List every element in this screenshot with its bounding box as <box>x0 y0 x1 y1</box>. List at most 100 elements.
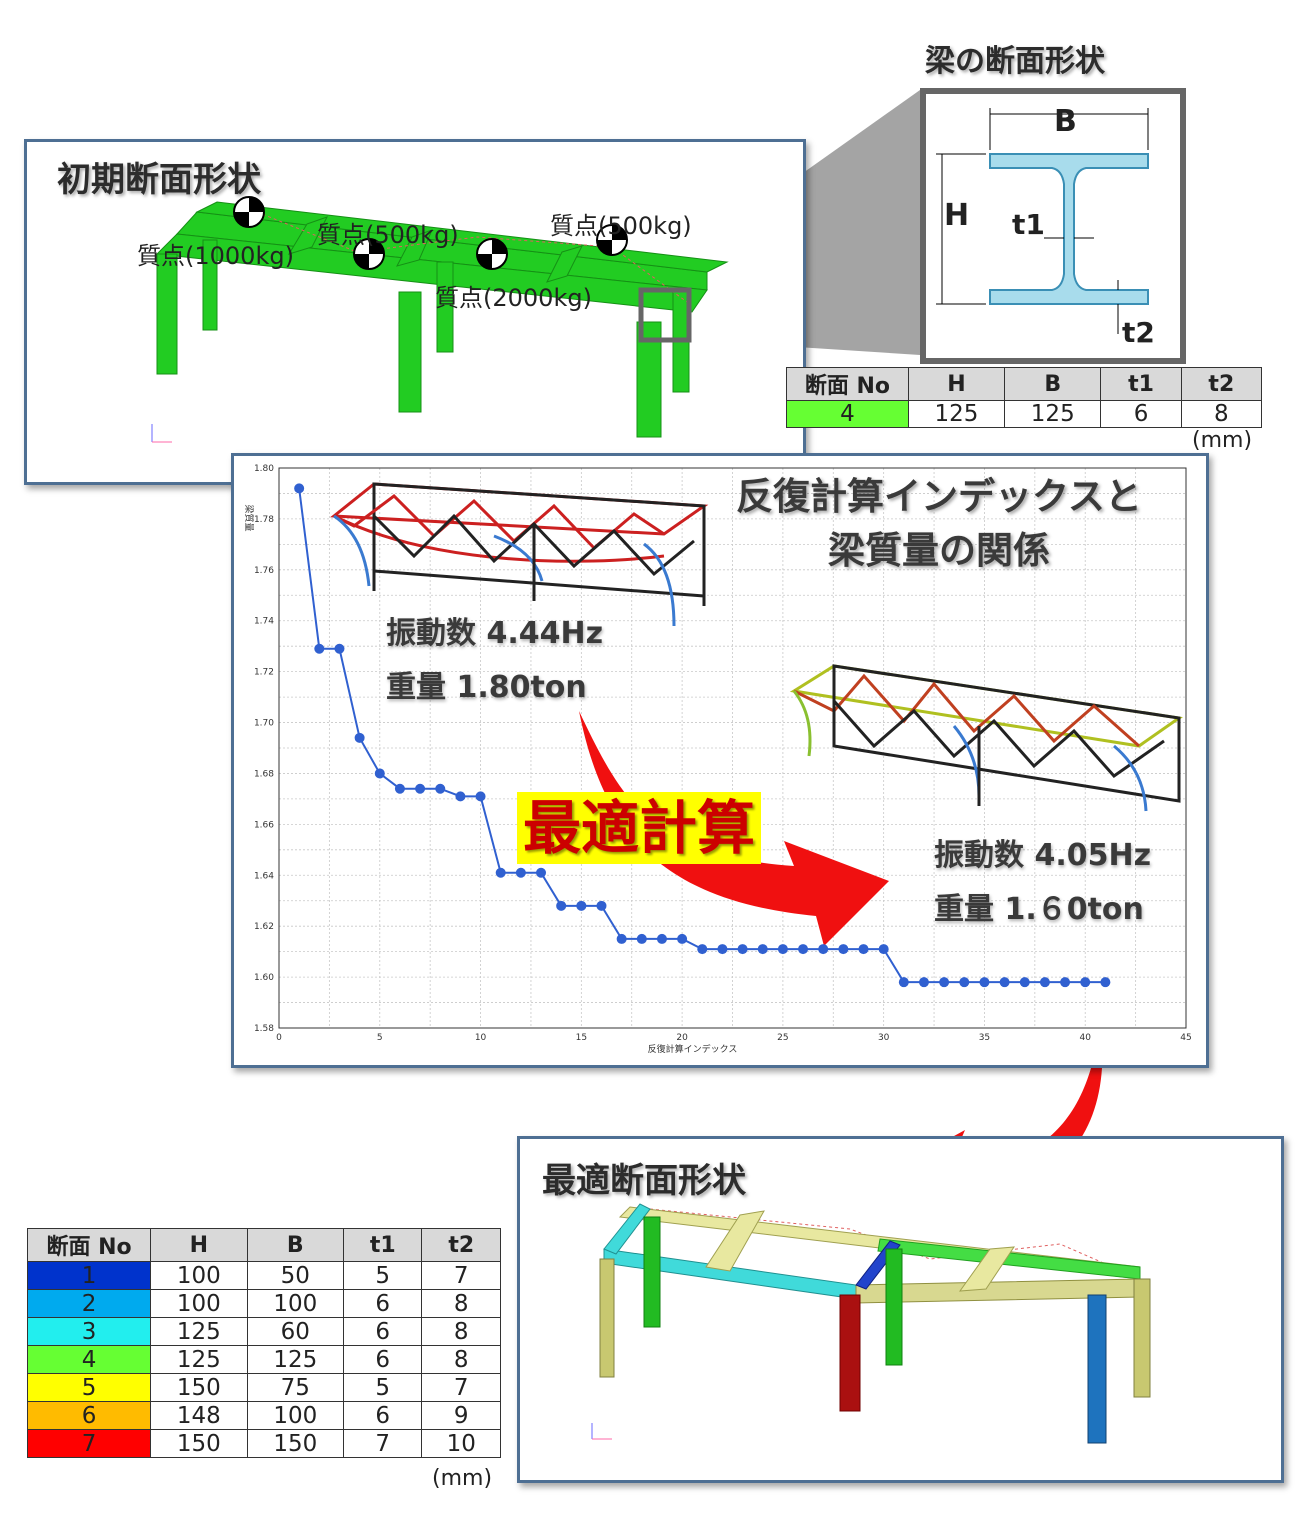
optimize-label: 最適計算 <box>517 792 762 864</box>
chart-title-line2: 梁質量の関係 <box>828 529 1050 572</box>
data-point <box>334 643 345 654</box>
data-point <box>294 483 305 494</box>
t1-cell: 6 <box>343 1401 423 1430</box>
data-point <box>798 944 809 955</box>
plot-frame <box>278 467 1187 1029</box>
y-tick-label: 1.72 <box>254 668 274 678</box>
unit-label: (mm) <box>432 1466 493 1491</box>
data-point <box>435 783 446 794</box>
data-point <box>515 867 526 878</box>
col-header: t2 <box>421 1228 501 1262</box>
y-tick-label: 1.62 <box>254 922 274 932</box>
y-tick-label: 1.70 <box>254 719 274 729</box>
h-cell: 125 <box>150 1345 248 1374</box>
optimal-panel-title: 最適断面形状 <box>542 1161 746 1201</box>
t2-cell: 8 <box>421 1317 501 1346</box>
x-tick-label: 30 <box>878 1033 890 1043</box>
b-cell: 60 <box>246 1317 345 1346</box>
data-point <box>314 643 325 654</box>
t2-cell: 10 <box>421 1429 501 1458</box>
table-row: 4 125 125 6 8 <box>786 400 1263 428</box>
data-point <box>656 933 667 944</box>
x-axis-label: 反復計算インデックス <box>648 1043 738 1055</box>
section-no-cell: 6 <box>26 1401 152 1430</box>
section-shape-box: B H t1 t2 <box>920 88 1186 364</box>
chart-title-line1: 反復計算インデックスと <box>736 475 1142 518</box>
x-tick-label: 20 <box>676 1033 688 1043</box>
y-tick-label: 1.64 <box>254 871 274 881</box>
data-point <box>1080 977 1091 988</box>
data-point <box>858 944 869 955</box>
t2-cell: 9 <box>421 1401 501 1430</box>
h-cell: 150 <box>150 1373 248 1402</box>
h-cell: 150 <box>150 1429 248 1458</box>
dim-t2-label: t2 <box>1122 316 1155 349</box>
b-cell: 150 <box>246 1429 345 1458</box>
h-cell: 100 <box>150 1289 248 1318</box>
arrow-optimize <box>579 711 889 946</box>
data-point <box>354 732 365 743</box>
y-tick-label: 1.66 <box>254 820 274 830</box>
h-cell: 125 <box>907 400 1006 428</box>
mass-label: 質点(2000kg) <box>435 284 592 312</box>
col-header: B <box>1004 367 1102 401</box>
data-point <box>677 933 688 944</box>
data-point <box>415 783 426 794</box>
b-cell: 100 <box>246 1401 345 1430</box>
t1-cell: 7 <box>343 1429 423 1458</box>
col-header: H <box>150 1228 248 1262</box>
after-frequency: 振動数 4.05Hz <box>934 838 1152 873</box>
chart-title: 反復計算インデックスと 梁質量の関係 <box>684 470 1194 578</box>
t1-cell: 6 <box>343 1289 423 1318</box>
x-tick-label: 35 <box>979 1033 990 1043</box>
zoom-box <box>638 287 692 343</box>
h-cell: 100 <box>150 1261 248 1290</box>
dim-t1-label: t1 <box>1012 208 1045 241</box>
data-point <box>394 783 405 794</box>
data-point <box>918 977 929 988</box>
y-tick-label: 1.78 <box>254 515 274 525</box>
h-cell: 148 <box>150 1401 248 1430</box>
data-point <box>576 900 587 911</box>
initial-frame-model <box>151 196 729 443</box>
mass-label: 質点(500kg) <box>550 212 692 240</box>
initial-panel-title: 初期断面形状 <box>57 160 261 200</box>
col-header: 断面 No <box>26 1228 152 1262</box>
y-tick-label: 1.80 <box>254 464 274 474</box>
section-no-cell: 2 <box>26 1289 152 1318</box>
section-shape-title: 梁の断面形状 <box>925 44 1105 79</box>
data-point <box>737 944 748 955</box>
data-point <box>878 944 889 955</box>
b-cell: 125 <box>246 1345 345 1374</box>
y-tick-label: 1.58 <box>254 1024 274 1034</box>
col-header: t1 <box>1100 367 1182 401</box>
t2-cell: 7 <box>421 1373 501 1402</box>
t2-cell: 8 <box>421 1289 501 1318</box>
x-tick-label: 45 <box>1180 1033 1191 1043</box>
data-point <box>979 977 990 988</box>
data-point <box>636 933 647 944</box>
x-tick-label: 5 <box>377 1033 383 1043</box>
data-point <box>717 944 728 955</box>
i-beam-diagram <box>936 108 1149 334</box>
data-point <box>495 867 506 878</box>
data-point <box>1100 977 1111 988</box>
col-header: t2 <box>1180 367 1263 401</box>
data-point <box>596 900 607 911</box>
data-point <box>818 944 829 955</box>
optimal-panel: 最適断面形状 <box>517 1136 1284 1483</box>
truss-model-before <box>329 482 709 627</box>
after-weight: 重量 1.６0ton <box>934 892 1144 927</box>
dim-h-label: H <box>944 198 970 233</box>
x-tick-label: 0 <box>276 1033 282 1043</box>
section-no-cell: 3 <box>26 1317 152 1346</box>
initial-panel: 初期断面形状 <box>24 139 806 485</box>
b-cell: 75 <box>246 1373 345 1402</box>
mass-label: 質点(500kg) <box>317 221 459 249</box>
